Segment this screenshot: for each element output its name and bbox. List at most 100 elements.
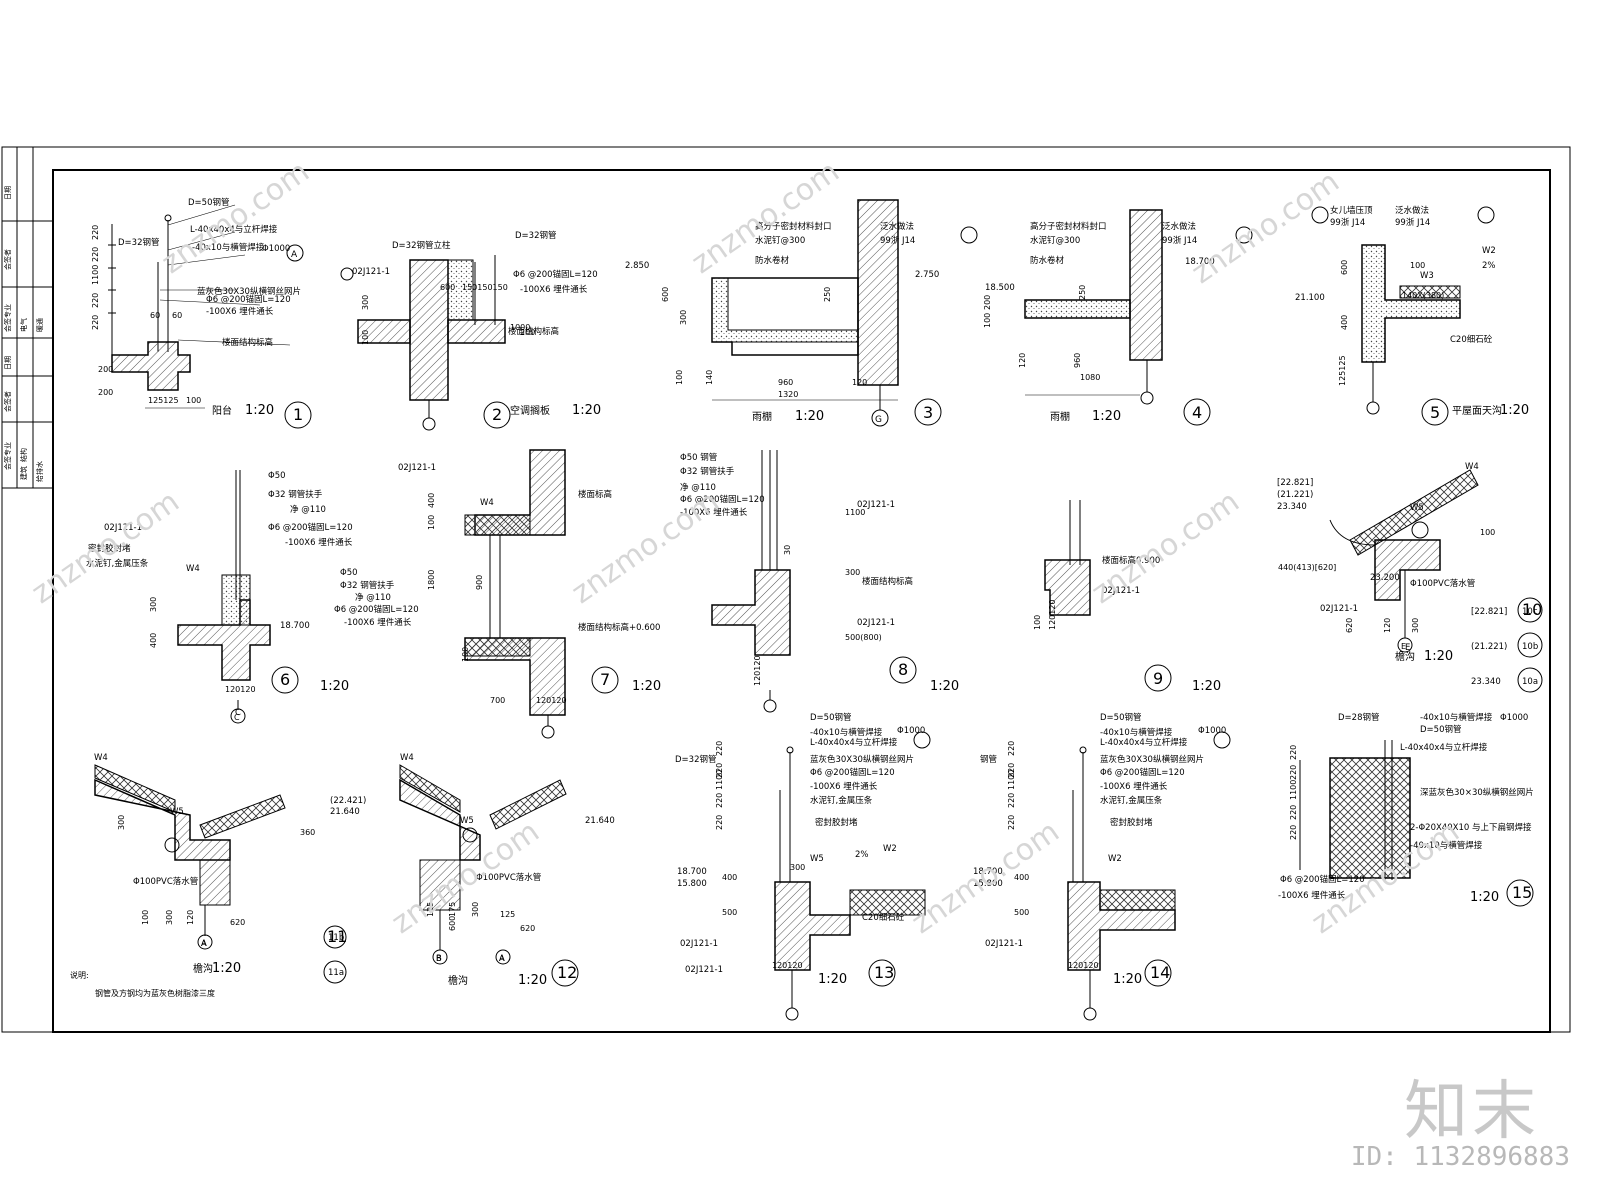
- title-block: 会签专业 建筑 结构 给排水 电气 暖通 会签专业 日期 会签者 日期 会签者: [2, 147, 53, 489]
- annotation-1-2: -40x10与横管焊接: [192, 242, 265, 253]
- annotation-7-6: Φ6 @200锚固L=120: [334, 604, 419, 615]
- detail-title-1: 阳台: [212, 404, 232, 417]
- annotation-3-4: 99浙 J14: [880, 235, 915, 246]
- annotation-14-6: Φ6 @200锚固L=120: [1100, 767, 1185, 778]
- annotation-4-4: 99浙 J14: [1162, 235, 1197, 246]
- dimension-14-0: 220: [1007, 741, 1016, 756]
- detail-3: G: [711, 199, 978, 427]
- annotation-13-12: 2%: [855, 850, 869, 860]
- dimension-5-1: 400: [1340, 315, 1349, 330]
- detail-13: [774, 731, 931, 1021]
- detail-number-1: 1: [293, 405, 303, 424]
- annotation-6-3: Φ6 @200锚固L=120: [268, 522, 353, 533]
- annotation-10-1: (21.221): [1277, 490, 1313, 500]
- dimension-6-1: 400: [149, 633, 158, 648]
- dimension-3-7: 120: [852, 378, 867, 387]
- titleblock-label: 会签专业: [3, 304, 12, 332]
- annotation-11-6: 11b: [328, 933, 344, 943]
- svg-text:E: E: [1401, 642, 1406, 651]
- dimension-2-1: 300: [361, 295, 370, 310]
- annotation-5-6: 2%: [1482, 261, 1496, 271]
- annotation-3-2: 防水卷材: [755, 255, 790, 266]
- annotation-13-5: 蓝灰色30X30纵横钢丝网片: [810, 754, 914, 765]
- dimension-3-3: 100: [675, 370, 684, 385]
- dimension-9-1: 120120: [1048, 599, 1057, 630]
- dimension-8-1: 300: [845, 568, 860, 577]
- dimension-11-2: 100: [141, 910, 150, 925]
- annotation-14-11: 18.700: [973, 867, 1003, 877]
- brand-logo: 知末: [1404, 1075, 1540, 1149]
- dimension-12-1: 175: [448, 902, 457, 917]
- annotation-4-3: 泛水做法: [1162, 221, 1196, 232]
- dimension-11-1: 360: [300, 828, 315, 837]
- dimension-2-3: 1000: [510, 323, 530, 332]
- annotation-15-2: Φ1000: [1500, 713, 1528, 723]
- annotation-9-0: 楼面标高0.900: [1102, 555, 1160, 566]
- annotation-13-14: 18.700: [677, 867, 707, 877]
- annotation-14-9: 密封胶封堵: [1110, 817, 1153, 828]
- svg-text:G: G: [875, 415, 882, 425]
- annotation-15-3: D=50钢管: [1420, 724, 1461, 735]
- annotation-8-7: 02J121-1: [857, 618, 895, 628]
- annotation-13-11: W2: [883, 844, 897, 854]
- detail-scale-11: 1:20: [212, 961, 241, 976]
- dimension-2-0: 600: [440, 283, 455, 292]
- annotation-5-5: W3: [1420, 271, 1434, 281]
- annotation-5-1: 99浙 J14: [1330, 217, 1365, 228]
- annotation-14-5: 蓝灰色30X30纵横钢丝网片: [1100, 754, 1204, 765]
- svg-text:A: A: [201, 939, 207, 948]
- annotation-1-1: L-40x40x4与立杆焊接: [190, 224, 278, 235]
- dimension-15-0: 220: [1289, 745, 1298, 760]
- dimension-1-5: 200: [98, 365, 113, 374]
- titleblock-label: 日期: [4, 356, 12, 370]
- dimension-4-4: 960: [1073, 353, 1082, 368]
- dimension-2-5: 200: [520, 328, 535, 337]
- dimension-9-0: 100: [1033, 615, 1042, 630]
- dimension-5-3: 140X(380): [1402, 291, 1444, 300]
- dimension-8-4: 120120: [753, 655, 762, 686]
- detail-scale-8: 1:20: [930, 679, 959, 694]
- dimension-15-3: 220: [1289, 805, 1298, 820]
- annotation-13-4: D=32钢管: [675, 754, 716, 765]
- annotation-6-1: Φ32 钢管扶手: [268, 489, 323, 500]
- annotation-3-5: 2.850: [625, 261, 649, 271]
- titleblock-label: 会签者: [3, 249, 12, 270]
- annotation-2-1: D=32钢管: [515, 230, 556, 241]
- detail-number-13: 13: [874, 963, 894, 982]
- dimension-13-3: 220: [715, 793, 724, 808]
- dimension-13-4: 220: [715, 815, 724, 830]
- dimension-14-6: 500: [1014, 908, 1029, 917]
- dimension-11-5: 620: [230, 918, 245, 927]
- annotation-10-3: W4: [1465, 462, 1479, 472]
- annotation-10-13: (21.221): [1471, 642, 1507, 652]
- annotation-6-4: -100X6 埋件通长: [285, 537, 353, 548]
- dimension-4-3: 120: [1018, 353, 1027, 368]
- annotation-7-5: 净 @110: [355, 592, 391, 603]
- detail-number-11: 11: [327, 927, 347, 946]
- dimension-7-2: 900: [475, 575, 484, 590]
- annotation-15-8: Φ6 @200锚固L=120: [1280, 874, 1365, 885]
- dimension-2-4: 100: [361, 330, 370, 345]
- dimension-15-2: 1100: [1289, 780, 1298, 800]
- dimension-12-5: 620: [520, 924, 535, 933]
- detail-title-10: 檐沟: [1395, 650, 1415, 663]
- annotation-12-1: W5: [460, 816, 474, 826]
- annotation-4-6: 18.700: [1185, 257, 1215, 267]
- annotation-4-1: 水泥钉@300: [1030, 235, 1080, 246]
- dimension-6-0: 300: [149, 597, 158, 612]
- annotation-8-4: -100X6 埋件通长: [680, 507, 748, 518]
- dimension-13-2: 1100: [715, 770, 724, 790]
- annotation-6-0: Φ50: [268, 471, 286, 481]
- dimension-5-0: 600: [1340, 260, 1349, 275]
- annotation-2-0: D=32钢管立柱: [392, 240, 451, 251]
- annotation-14-1: -40x10与横管焊接: [1100, 727, 1173, 738]
- dimension-7-5: 700: [490, 696, 505, 705]
- titleblock-label: 暖通: [35, 318, 44, 332]
- annotation-10-0: [22.821]: [1277, 478, 1313, 488]
- annotation-10-10: 10b: [1522, 642, 1538, 652]
- dimension-12-3: 125: [500, 910, 515, 919]
- annotation-14-3: L-40x40x4与立杆焊接: [1100, 737, 1188, 748]
- annotation-8-3: Φ6 @200锚固L=120: [680, 494, 765, 505]
- dimension-2-2: 150150150: [462, 283, 508, 292]
